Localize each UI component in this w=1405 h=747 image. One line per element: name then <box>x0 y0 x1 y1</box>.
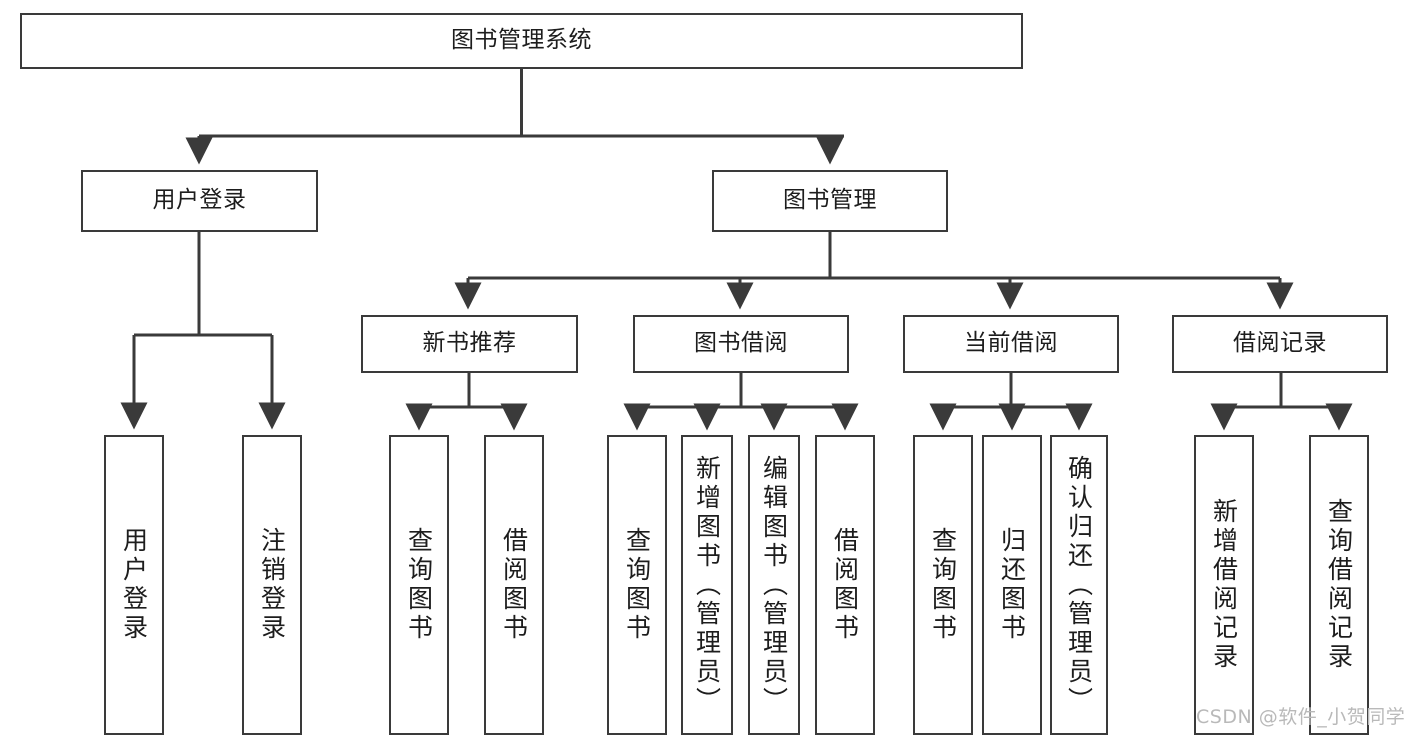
node-leaf-query-book-current[interactable]: 查询图书 <box>913 435 973 735</box>
node-leaf-edit-book-admin-label: 编辑图书（管理员） <box>759 454 789 716</box>
node-leaf-query-book-current-label: 查询图书 <box>928 527 958 643</box>
node-leaf-return-book-label: 归还图书 <box>997 527 1027 643</box>
node-leaf-logout[interactable]: 注销登录 <box>242 435 302 735</box>
node-leaf-user-login[interactable]: 用户登录 <box>104 435 164 735</box>
node-leaf-confirm-return-admin-label: 确认归还（管理员） <box>1064 454 1094 716</box>
node-leaf-logout-label: 注销登录 <box>257 527 287 643</box>
node-leaf-query-book-rec[interactable]: 查询图书 <box>389 435 449 735</box>
node-leaf-borrow-book-rec[interactable]: 借阅图书 <box>484 435 544 735</box>
node-leaf-confirm-return-admin[interactable]: 确认归还（管理员） <box>1050 435 1108 735</box>
node-leaf-add-book-admin-label: 新增图书（管理员） <box>692 454 722 716</box>
node-borrow-record[interactable]: 借阅记录 <box>1172 315 1388 373</box>
node-leaf-borrow-book-rec-label: 借阅图书 <box>499 527 529 643</box>
node-book-management-label: 图书管理 <box>783 187 877 214</box>
node-user-login[interactable]: 用户登录 <box>81 170 318 232</box>
node-leaf-borrow-book[interactable]: 借阅图书 <box>815 435 875 735</box>
node-new-book-recommend[interactable]: 新书推荐 <box>361 315 578 373</box>
node-borrow-record-label: 借阅记录 <box>1233 330 1327 357</box>
node-leaf-add-borrow-record-label: 新增借阅记录 <box>1209 498 1239 672</box>
node-leaf-add-borrow-record[interactable]: 新增借阅记录 <box>1194 435 1254 735</box>
node-book-borrow-label: 图书借阅 <box>694 330 788 357</box>
node-leaf-query-book-borrow[interactable]: 查询图书 <box>607 435 667 735</box>
node-current-borrow[interactable]: 当前借阅 <box>903 315 1119 373</box>
csdn-watermark-text: CSDN @软件_小贺同学 <box>1196 706 1405 728</box>
csdn-watermark: CSDN @软件_小贺同学 <box>1196 702 1405 729</box>
node-leaf-query-borrow-record[interactable]: 查询借阅记录 <box>1309 435 1369 735</box>
node-root[interactable]: 图书管理系统 <box>20 13 1023 69</box>
node-user-login-label: 用户登录 <box>152 187 247 214</box>
node-root-label: 图书管理系统 <box>451 27 592 54</box>
node-leaf-borrow-book-label: 借阅图书 <box>830 527 860 643</box>
node-leaf-add-book-admin[interactable]: 新增图书（管理员） <box>681 435 733 735</box>
node-current-borrow-label: 当前借阅 <box>964 330 1058 357</box>
node-leaf-edit-book-admin[interactable]: 编辑图书（管理员） <box>748 435 800 735</box>
node-book-management[interactable]: 图书管理 <box>712 170 948 232</box>
node-leaf-query-book-borrow-label: 查询图书 <box>622 527 652 643</box>
node-book-borrow[interactable]: 图书借阅 <box>633 315 849 373</box>
node-leaf-user-login-label: 用户登录 <box>119 527 149 643</box>
node-new-book-recommend-label: 新书推荐 <box>422 330 517 357</box>
node-leaf-return-book[interactable]: 归还图书 <box>982 435 1042 735</box>
node-leaf-query-book-rec-label: 查询图书 <box>404 527 434 643</box>
node-leaf-query-borrow-record-label: 查询借阅记录 <box>1324 498 1354 672</box>
